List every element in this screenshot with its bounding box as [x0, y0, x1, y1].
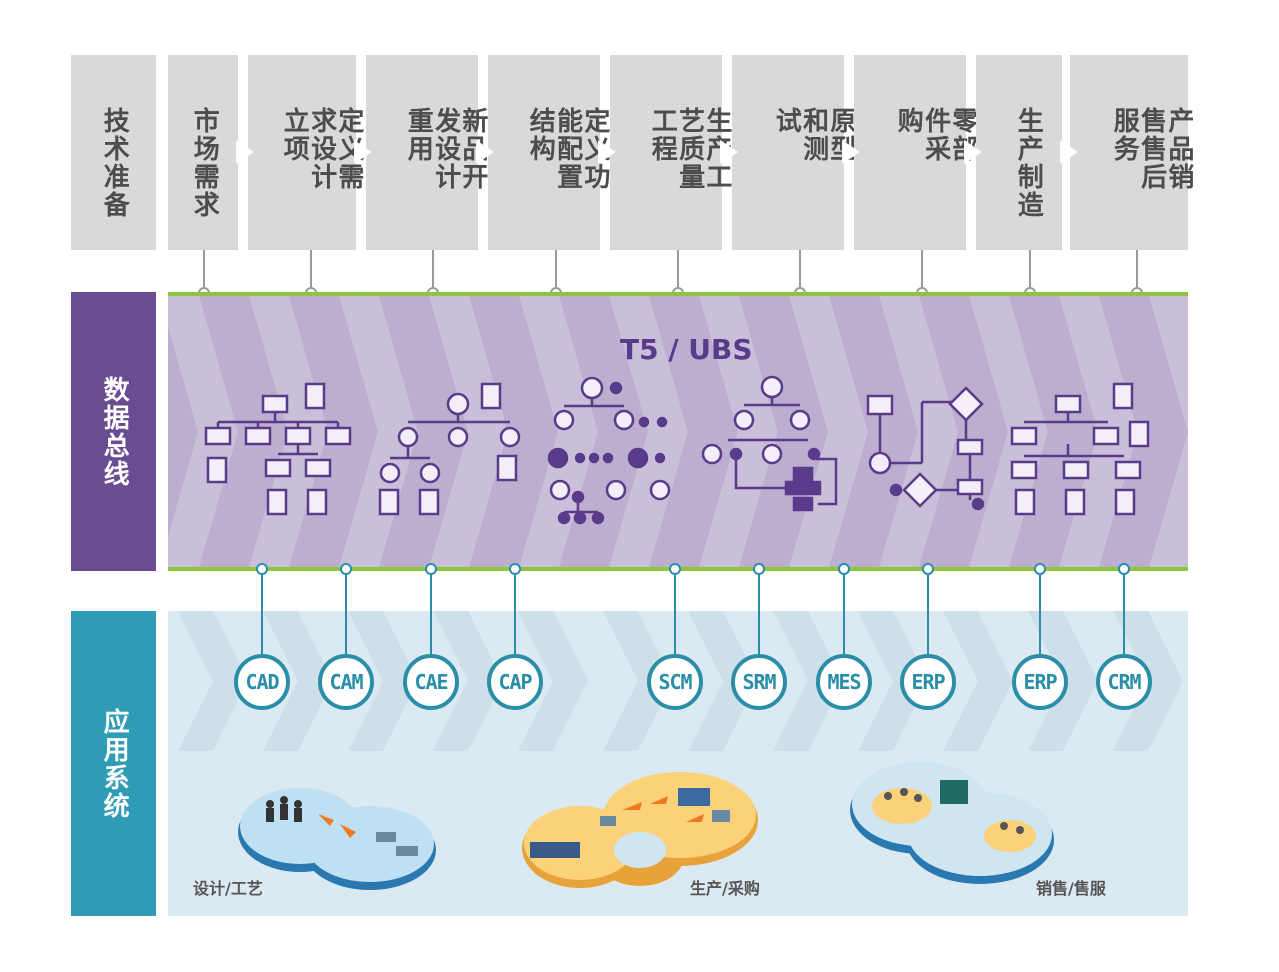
stage-tile-8: 生产制造	[976, 55, 1062, 250]
bus-icons	[204, 375, 1150, 525]
flow-icon-4	[701, 375, 838, 512]
stage-label: 产品销售售后服务	[1109, 107, 1194, 191]
island-label-sales: 销售/售服	[1036, 879, 1106, 898]
system-mes: MES	[816, 654, 872, 710]
stage-tile-0: 技术准备	[71, 55, 156, 250]
stage-label: 原型和测试	[771, 107, 856, 163]
system-erp-2: ERP	[1012, 654, 1068, 710]
stage-tile-1: 市场需求	[168, 55, 238, 250]
org-chart-icon-1	[204, 382, 352, 516]
stage-tile-7: 零部件采购	[854, 55, 978, 250]
sales-island-illustration	[850, 762, 1054, 884]
network-icon-3	[547, 376, 671, 525]
island-label-production: 生产/采购	[690, 879, 760, 898]
system-crm: CRM	[1096, 654, 1152, 710]
system-cad: CAD	[234, 654, 290, 710]
island-label-design: 设计/工艺	[193, 879, 263, 898]
stage-tile-6: 原型和测试	[732, 55, 856, 250]
stage-label: 技术准备	[99, 107, 130, 219]
system-cap: CAP	[487, 654, 543, 710]
production-island-illustration	[522, 772, 758, 888]
stage-tile-5: 生产工艺质量工程	[610, 55, 732, 250]
process-icon-5	[866, 386, 985, 511]
tree-icon-2	[378, 382, 521, 516]
stage-label: 定义功能配置结构	[525, 107, 610, 191]
stage-tile-4: 定义功能配置结构	[488, 55, 610, 250]
bus-title: T5 / UBS	[620, 333, 753, 366]
stage-label: 生产制造	[1013, 107, 1044, 219]
stage-label: 市场需求	[189, 107, 220, 219]
stage-tile-3: 新品开发设计重用	[366, 55, 488, 250]
org-chart-icon-6	[1010, 382, 1150, 516]
stage-tile-9: 产品销售售后服务	[1070, 55, 1194, 250]
system-srm: SRM	[731, 654, 787, 710]
system-cam: CAM	[318, 654, 374, 710]
design-island-illustration	[238, 788, 436, 890]
data-bus-label: 数据总线	[71, 292, 156, 571]
system-erp-1: ERP	[900, 654, 956, 710]
app-system-label: 应用系统	[71, 611, 156, 916]
system-cae: CAE	[403, 654, 459, 710]
system-scm: SCM	[647, 654, 703, 710]
stage-chevrons	[236, 140, 1078, 164]
